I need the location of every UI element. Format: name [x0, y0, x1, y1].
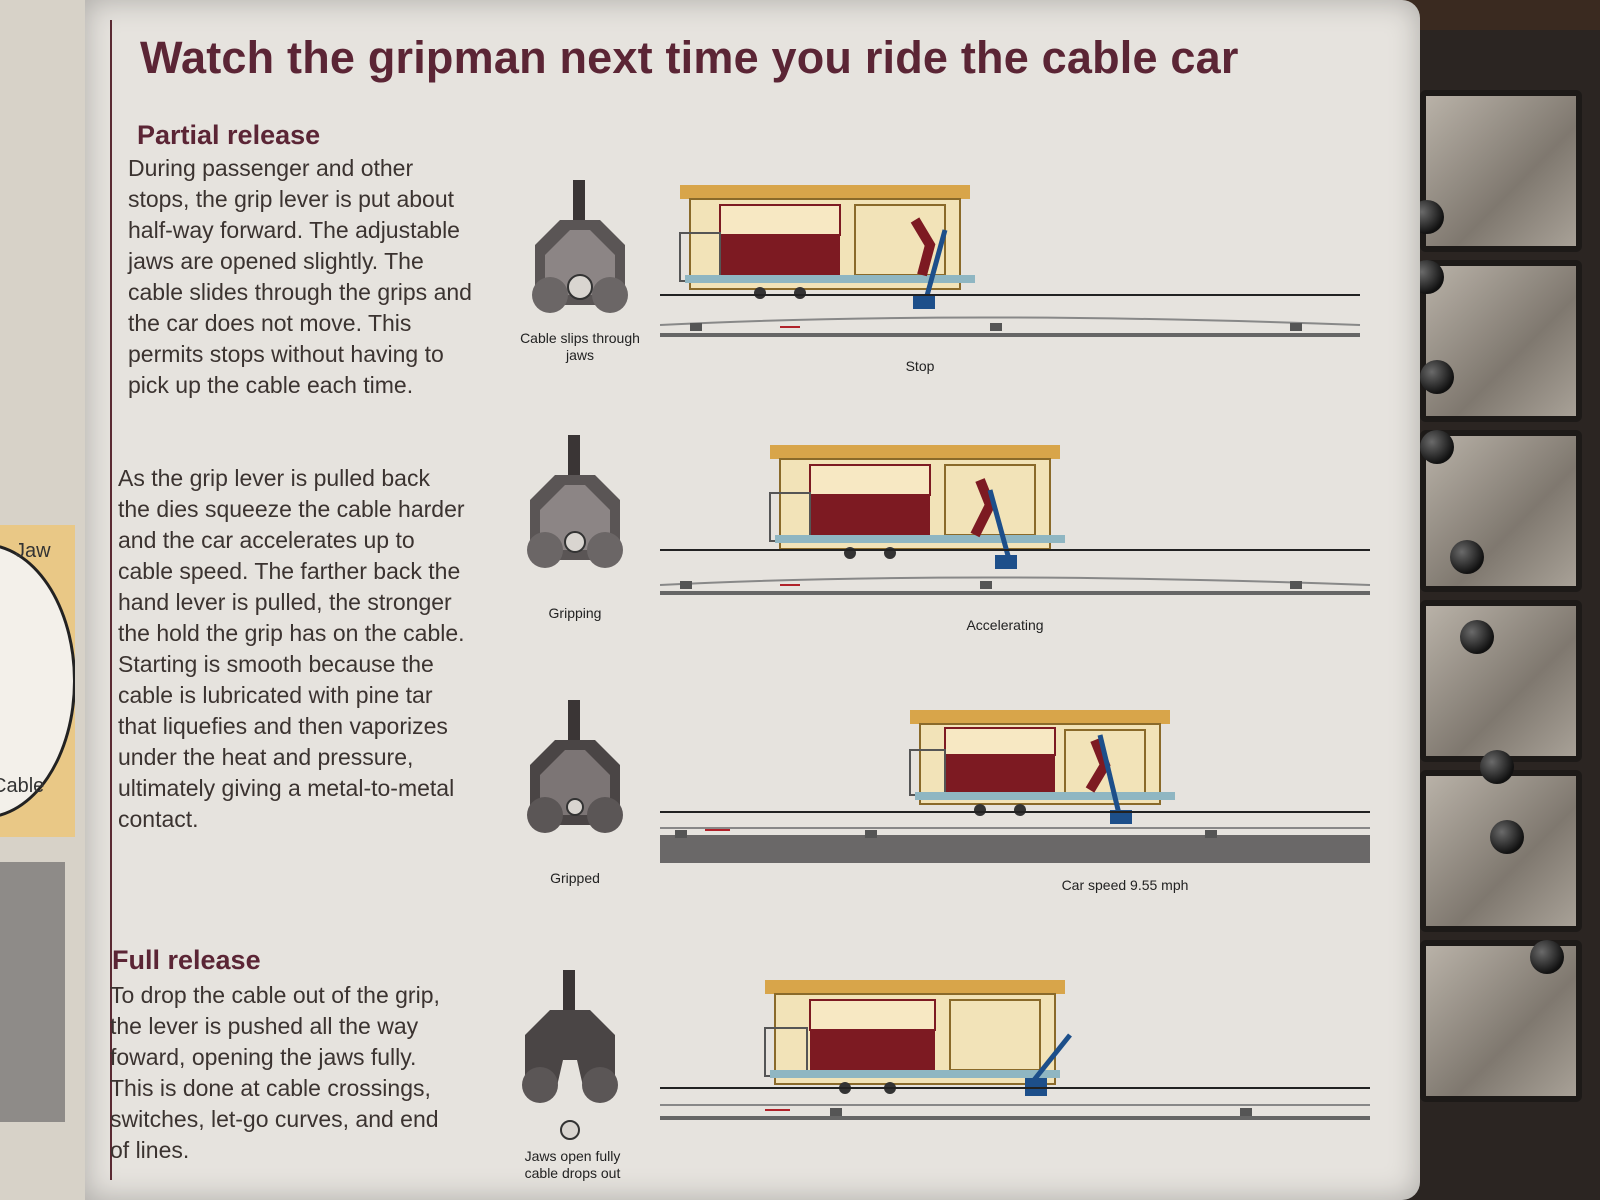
grip-caption-full-release: Jaws open fully cable drops out: [524, 1148, 621, 1181]
grip-caption-gripping: Gripping: [548, 605, 602, 621]
panel-title: Watch the gripman next time you ride the…: [140, 32, 1239, 83]
machine-knob: [1460, 620, 1494, 654]
grip-diagram-full-release: [522, 970, 618, 1140]
jaw-detail-inset: Jaw Cable: [0, 525, 75, 837]
machine-plate: [1420, 90, 1582, 252]
grip-diagram-partial: [532, 180, 628, 313]
adjacent-board-dark-area: [0, 862, 65, 1122]
text-full-release: To drop the cable out of the grip, the l…: [110, 982, 440, 1163]
machine-knob: [1490, 820, 1524, 854]
grip-diagram-gripped: [527, 700, 623, 833]
inset-label-jaw: Jaw: [15, 540, 51, 562]
panel-divider-line: [110, 20, 112, 1180]
car-caption-accelerating: Accelerating: [966, 617, 1044, 633]
inset-label-cable: Cable: [0, 775, 45, 797]
machine-knob: [1420, 360, 1454, 394]
machine-knob: [1420, 430, 1454, 464]
car-diagram-stop: [660, 185, 1361, 337]
car-caption-stop: Stop: [905, 358, 935, 374]
heading-full-release: Full release: [112, 945, 261, 975]
car-diagram-gripped: [660, 710, 1370, 863]
grip-caption-partial: Cable slips through jaws: [520, 330, 640, 363]
heading-partial-release: Partial release: [137, 120, 321, 150]
machine-plate: [1420, 260, 1582, 422]
machine-plate: [1420, 600, 1582, 762]
machine-knob: [1450, 540, 1484, 574]
car-diagram-accelerating: [660, 445, 1371, 595]
text-partial-release: During passenger and other stops, the gr…: [128, 155, 472, 398]
grip-caption-gripped: Gripped: [550, 870, 600, 886]
car-diagram-full-release: [660, 980, 1370, 1120]
machine-knob: [1480, 750, 1514, 784]
grip-machinery-background: [1400, 30, 1600, 1200]
car-caption-gripped: Car speed 9.55 mph: [1061, 877, 1189, 893]
text-gripping: As the grip lever is pulled back the die…: [118, 465, 465, 832]
machine-knob: [1530, 940, 1564, 974]
grip-diagram-gripping: [527, 435, 623, 568]
